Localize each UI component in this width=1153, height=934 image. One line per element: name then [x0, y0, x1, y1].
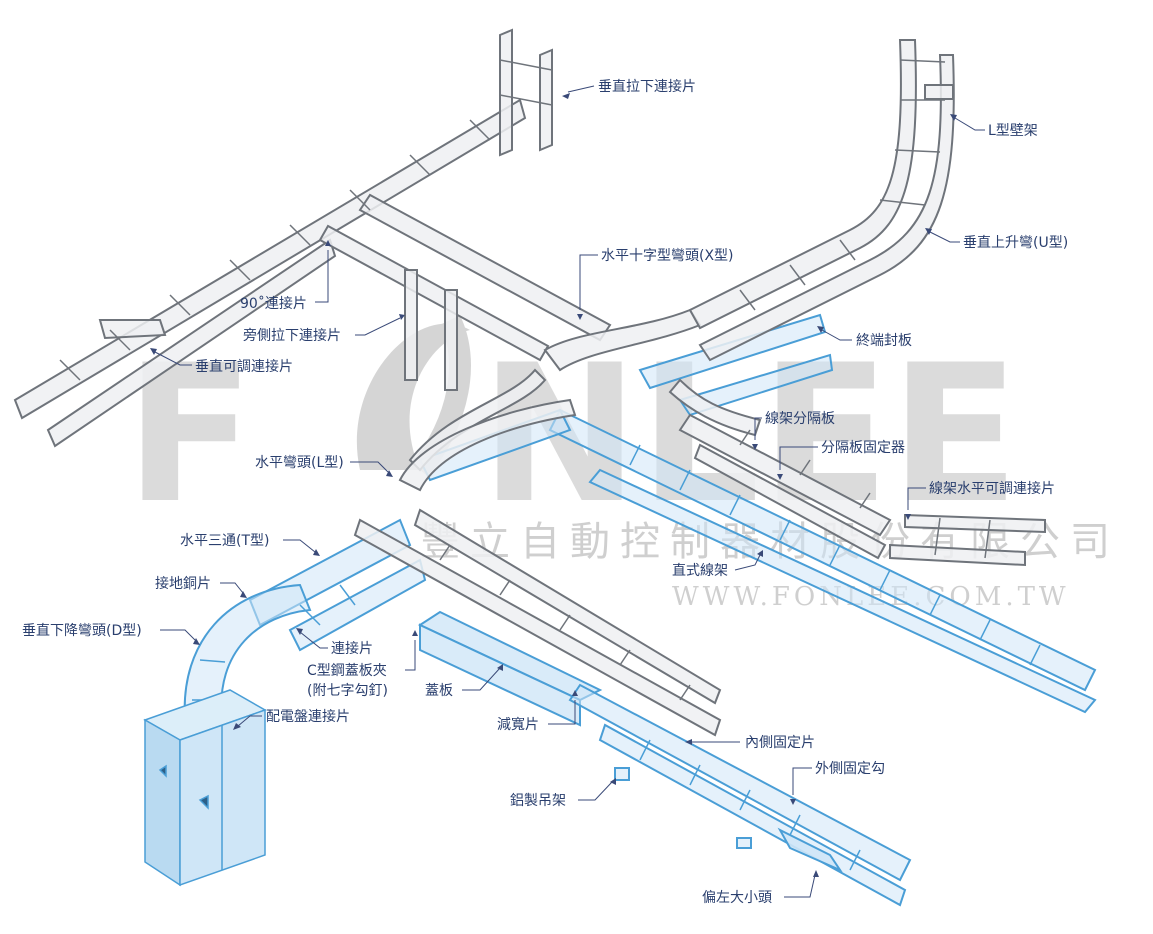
callout-vertical-down-bend-d: 垂直下降彎頭(D型) — [22, 622, 200, 645]
distribution-cabinet — [143, 689, 267, 887]
callout-connector-90: 90˚連接片 — [240, 240, 331, 312]
gray-right-run — [678, 413, 892, 537]
gray-horizontal-l-bend — [398, 398, 577, 492]
label-connector-90: 90˚連接片 — [240, 295, 307, 312]
cabinet-handle-right — [198, 794, 209, 810]
label-horizontal-bend-l: 水平彎頭(L型) — [255, 455, 344, 471]
callout-connector: 連接片 — [296, 628, 373, 657]
label-horizontal-tee-t: 水平三通(T型) — [180, 533, 269, 549]
gray-side-pulldown-leg-2 — [444, 289, 458, 391]
watermark-brand-left: F — [125, 324, 255, 545]
label-connector: 連接片 — [331, 640, 373, 657]
callout-end-cap: 終端封板 — [817, 326, 912, 349]
callout-horizontal-adjustable: 線架水平可調連接片 — [905, 480, 1055, 520]
gray-branch-to-cross — [358, 193, 612, 342]
label-outer-hook: 外側固定勾 — [815, 761, 885, 777]
callout-l-wall-bracket: L型壁架 — [950, 114, 1038, 139]
callout-horizontal-tee-t: 水平三通(T型) — [180, 533, 320, 556]
callout-horizontal-bend-l: 水平彎頭(L型) — [255, 455, 393, 477]
gray-lower-run — [353, 518, 722, 737]
gray-vertical-adjustable-joint — [98, 319, 167, 340]
callout-inner-fixer: 內側固定片 — [685, 735, 815, 751]
blue-d-bend — [183, 583, 312, 721]
label-straight-tray: 直式線架 — [672, 562, 728, 579]
label-vertical-pull-down: 垂直拉下連接片 — [598, 78, 696, 95]
callout-divider: 線架分隔板 — [752, 411, 835, 450]
callout-cover: 蓋板 — [425, 664, 503, 699]
callout-vertical-pull-down: 垂直拉下連接片 — [562, 78, 696, 99]
callout-horizontal-cross-x: 水平十字型彎頭(X型) — [577, 248, 734, 320]
label-vertical-down-bend-d: 垂直下降彎頭(D型) — [22, 622, 142, 639]
callout-ground-copper: 接地銅片 — [155, 575, 247, 598]
label-l-wall-bracket: L型壁架 — [988, 123, 1038, 139]
label-end-cap: 終端封板 — [856, 333, 912, 349]
label-panel-connector: 配電盤連接片 — [266, 708, 350, 725]
label-vertical-adjustable: 垂直可調連接片 — [195, 358, 293, 375]
label-cover: 蓋板 — [425, 683, 453, 699]
callout-divider-fixer: 分隔板固定器 — [777, 440, 905, 480]
gray-left-long-run — [13, 98, 527, 420]
callout-vertical-adjustable: 垂直可調連接片 — [150, 348, 293, 375]
label-ground-copper: 接地銅片 — [155, 575, 211, 592]
label-c-clamp-line2: (附七字勾釘) — [307, 682, 388, 699]
callout-left-reducer: 偏左大小頭 — [702, 870, 819, 906]
callouts: 垂直拉下連接片 L型壁架 垂直上升彎(U型) 水平十字型彎頭(X型) 終端封板 … — [22, 78, 1068, 906]
blue-lower-run — [568, 683, 912, 882]
callout-side-pull-down: 旁側拉下連接片 — [243, 314, 405, 344]
gray-vertical-pulldown-posts — [499, 28, 513, 157]
gray-tray-network — [13, 28, 1046, 737]
aluminum-hanger-shape — [614, 767, 630, 781]
gray-side-pulldown-leg-1 — [404, 269, 418, 381]
callout-vertical-up-bend-u: 垂直上升彎(U型) — [925, 228, 1068, 251]
label-c-clamp-line1: C型鋼蓋板夾 — [307, 663, 387, 679]
label-reducer: 減寬片 — [497, 716, 539, 733]
label-aluminum-hanger: 鋁製吊架 — [510, 793, 566, 809]
label-divider-fixer: 分隔板固定器 — [821, 440, 905, 456]
label-vertical-up-bend-u: 垂直上升彎(U型) — [963, 234, 1068, 251]
blue-reducer-piece — [777, 827, 843, 873]
label-divider: 線架分隔板 — [765, 411, 835, 427]
callout-outer-hook: 外側固定勾 — [790, 761, 885, 805]
label-horizontal-adjustable: 線架水平可調連接片 — [929, 480, 1055, 497]
label-horizontal-cross-x: 水平十字型彎頭(X型) — [601, 248, 734, 264]
callout-reducer: 減寬片 — [497, 690, 578, 733]
label-side-pull-down: 旁側拉下連接片 — [243, 327, 341, 344]
callout-aluminum-hanger: 鋁製吊架 — [510, 778, 616, 809]
callout-panel-connector: 配電盤連接片 — [233, 708, 350, 730]
gray-l-wall-bracket — [924, 84, 954, 100]
gray-vertical-up-bend-u — [688, 39, 917, 330]
label-inner-fixer: 內側固定片 — [745, 735, 815, 751]
callout-c-clamp: C型鋼蓋板夾 (附七字勾釘) — [307, 630, 418, 699]
label-left-reducer: 偏左大小頭 — [702, 890, 772, 906]
callout-straight-tray: 直式線架 — [672, 550, 763, 579]
cabinet-handle-left — [158, 764, 167, 778]
